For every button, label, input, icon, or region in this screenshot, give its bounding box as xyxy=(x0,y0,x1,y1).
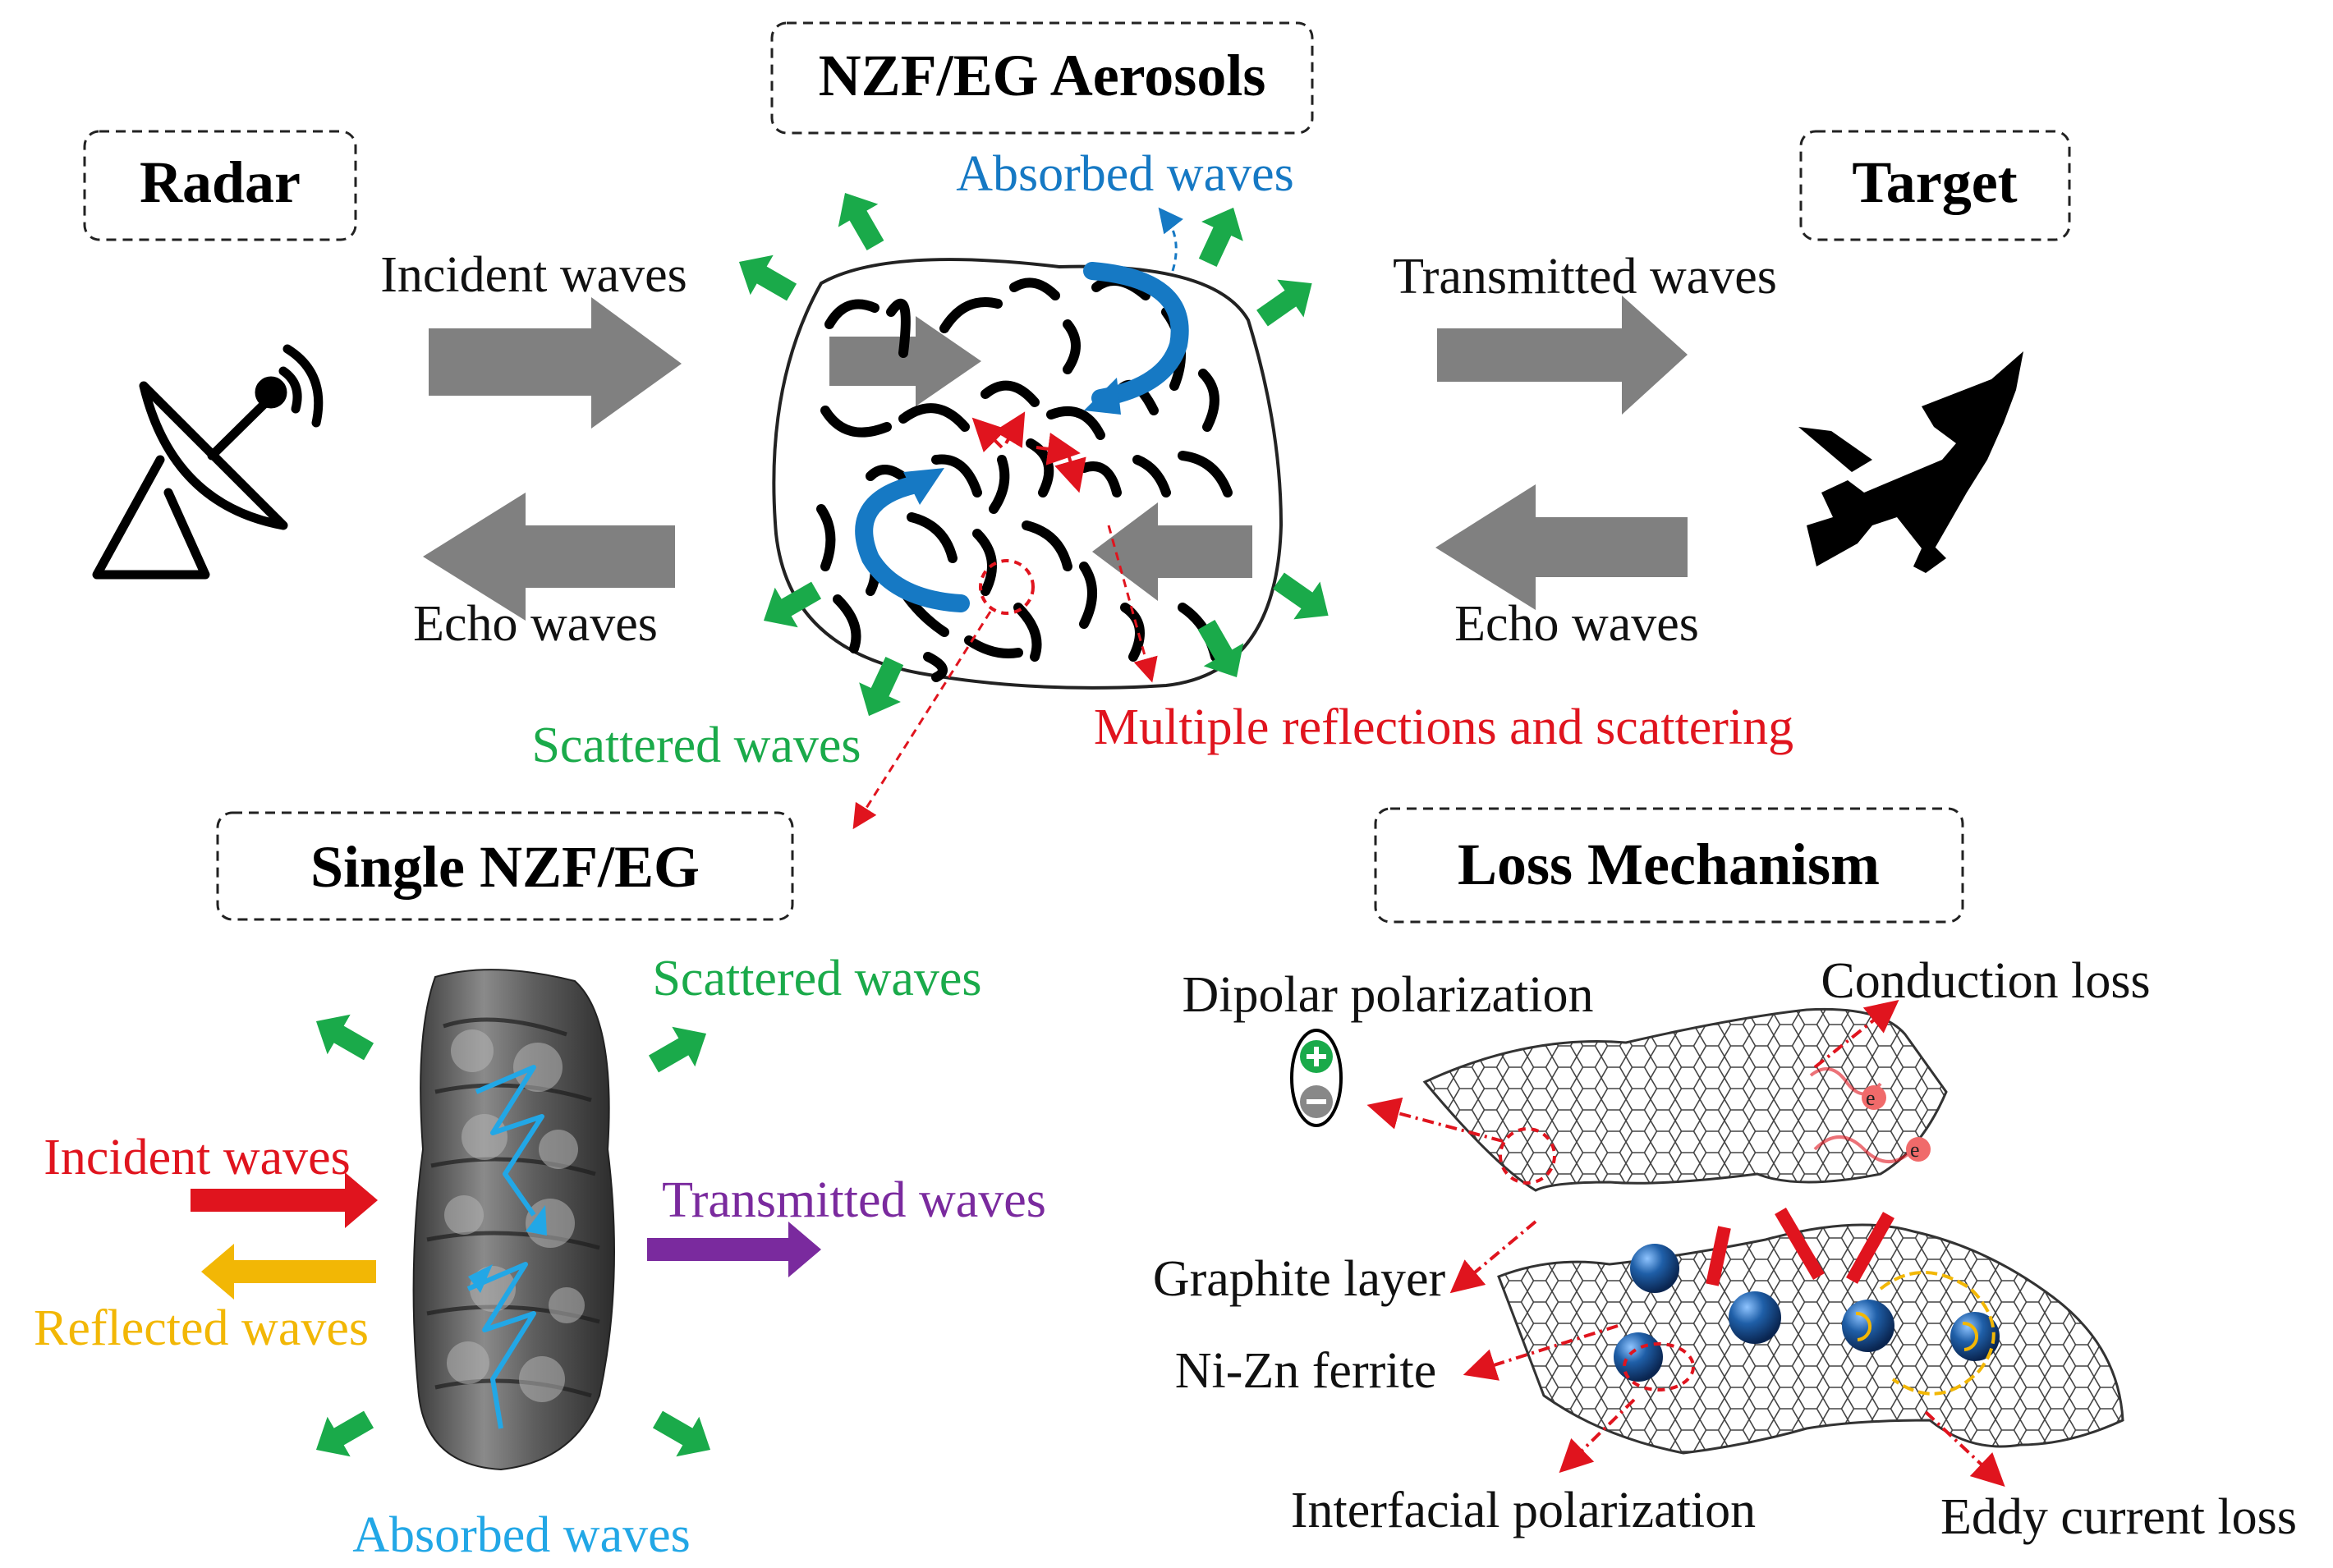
aerosols-title: NZF/EG Aerosols xyxy=(819,43,1266,108)
electron-label-2: e xyxy=(1910,1138,1920,1162)
airplane-icon xyxy=(1798,351,2023,573)
minus-charge-icon xyxy=(1300,1085,1333,1118)
scattered-waves-label-single: Scattered waves xyxy=(652,951,981,1006)
radar-dish-icon xyxy=(92,344,324,580)
conduction-loss-label: Conduction loss xyxy=(1821,953,2150,1009)
box-target: Target xyxy=(1799,130,2071,241)
interfacial-site-circle xyxy=(1623,1342,1695,1391)
absorbed-arrowhead-1 xyxy=(526,1205,547,1236)
box-loss: Loss Mechanism xyxy=(1374,807,1964,924)
multiple-reflections-label: Multiple reflections and scattering xyxy=(1094,699,1793,755)
loss-pointers xyxy=(1366,1000,2005,1487)
graphite-sheet-top xyxy=(1422,1007,1948,1192)
incident-arrow xyxy=(429,297,682,429)
aerosol-cloud xyxy=(772,207,1284,690)
transmitted-arrow xyxy=(1437,296,1688,415)
transmitted-waves-label: Transmitted waves xyxy=(1393,249,1777,305)
incident-waves-label-single: Incident waves xyxy=(44,1130,351,1185)
absorbed-waves-label-top: Absorbed waves xyxy=(956,146,1294,202)
interfacial-polarization-label: Interfacial polarization xyxy=(1291,1483,1756,1538)
echo-waves-label-right: Echo waves xyxy=(1454,596,1699,652)
scattered-arrows-top xyxy=(738,192,1329,717)
ni-zn-ferrite-label: Ni-Zn ferrite xyxy=(1175,1343,1436,1399)
single-title: Single NZF/EG xyxy=(310,834,700,900)
scattered-arrows-single xyxy=(315,1014,711,1457)
multiple-reflection-pointer xyxy=(1107,525,1158,683)
loss-title: Loss Mechanism xyxy=(1458,832,1880,897)
reflected-waves-label: Reflected waves xyxy=(34,1300,369,1356)
graphite-layer-label: Graphite layer xyxy=(1153,1251,1446,1307)
absorbed-zigzag xyxy=(466,1065,544,1429)
plus-charge-icon xyxy=(1300,1040,1333,1073)
electron-label-1: e xyxy=(1866,1086,1876,1110)
echo-waves-label-left: Echo waves xyxy=(413,596,658,652)
ferrite-spheres xyxy=(1614,1244,2000,1382)
electron-paths: e e xyxy=(1809,1067,1931,1163)
interlayer-bars xyxy=(1706,1207,1894,1286)
box-aerosols: NZF/EG Aerosols xyxy=(770,21,1314,135)
box-radar: Radar xyxy=(83,130,357,241)
absorbed-arrowhead-2 xyxy=(468,1264,493,1293)
dipolar-site-circle xyxy=(1499,1127,1556,1185)
echo-arrow-left xyxy=(423,493,675,621)
eddy-current-loss-label: Eddy current loss xyxy=(1940,1489,2297,1545)
box-single: Single NZF/EG xyxy=(216,811,794,921)
reflected-arrow xyxy=(201,1244,376,1300)
target-title: Target xyxy=(1852,149,2017,215)
absorbed-waves-label-single: Absorbed waves xyxy=(352,1507,691,1563)
scattered-waves-label-top: Scattered waves xyxy=(531,718,861,773)
incident-waves-label: Incident waves xyxy=(380,247,687,303)
dipole-icon xyxy=(1290,1029,1343,1127)
transmitted-waves-label-single: Transmitted waves xyxy=(662,1172,1046,1228)
eddy-arrows xyxy=(1855,1271,1995,1396)
incident-arrow-single xyxy=(191,1172,378,1228)
echo-arrow-right xyxy=(1435,484,1688,610)
radar-title: Radar xyxy=(140,149,301,215)
transmitted-arrow-single xyxy=(647,1222,821,1277)
sem-particle-image xyxy=(412,969,615,1471)
dipolar-polarization-label: Dipolar polarization xyxy=(1183,967,1594,1023)
